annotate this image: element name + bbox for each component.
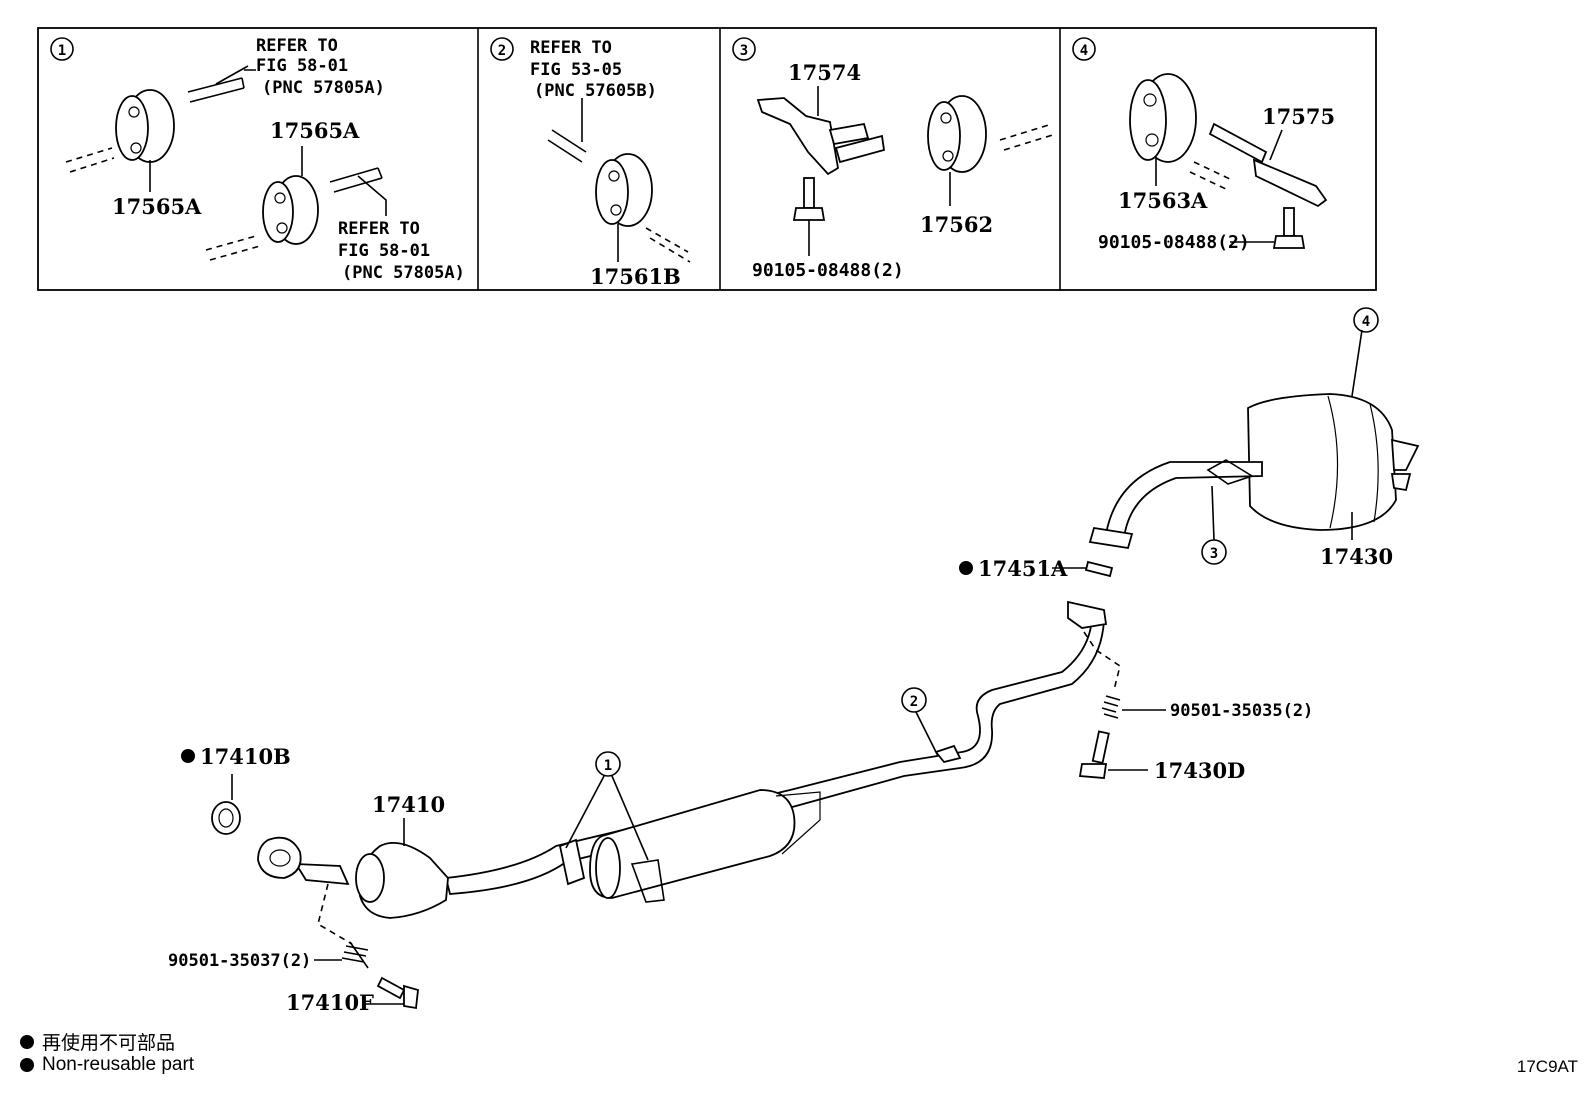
gasket-17410B xyxy=(211,801,241,835)
part-90501-35035: 90501-35035(2) xyxy=(1170,701,1313,721)
detail-panels-frame xyxy=(37,27,1377,291)
panel-2-part-17561B: 17561B xyxy=(590,264,681,289)
outlet-flange xyxy=(1067,600,1108,629)
gasket-17451A xyxy=(1084,560,1114,578)
bolt-90105-08488-panel4 xyxy=(1272,207,1306,249)
callout-4-main: 4 xyxy=(1362,314,1370,330)
bolt-17410F xyxy=(376,976,419,1010)
rubber-hanger-17565A-lower xyxy=(262,175,319,245)
part-17410B: 17410B xyxy=(200,744,291,769)
bracket-17575 xyxy=(1208,122,1328,208)
bracket-17574 xyxy=(756,97,886,176)
panel-2-number: 2 xyxy=(498,43,506,59)
panel-1-ref-line2: FIG 58-01 xyxy=(256,56,348,76)
panel-4: 4 17563A 17575 90105-08488(2) xyxy=(1072,37,1335,253)
rubber-hanger-17565A-upper xyxy=(115,89,175,163)
panel-1-ref-line3: (PNC 57805A) xyxy=(262,78,385,98)
rubber-hanger-17562 xyxy=(927,95,987,173)
legend-line-en: Non-reusable part xyxy=(20,1054,194,1076)
legend-text-jp: 再使用不可部品 xyxy=(42,1033,176,1054)
figure-code: 17C9AT xyxy=(1516,1057,1578,1076)
part-17410: 17410 xyxy=(372,792,445,817)
panel-1: 1 REFER TO FIG 58-01 (PNC 57805A) 17565A… xyxy=(50,36,465,283)
rubber-hanger-17563A xyxy=(1129,73,1197,163)
panel-2-ref-line2: FIG 53-05 xyxy=(530,60,622,80)
panel-1-ref-line1: REFER TO xyxy=(256,36,338,56)
panel-2: 2 REFER TO FIG 53-05 (PNC 57605B) 17561B xyxy=(490,37,691,289)
panel-1-ref-line4: REFER TO xyxy=(338,219,420,239)
panel-4-part-17575: 17575 xyxy=(1262,104,1335,129)
panel-3: 3 17574 90105-08488(2) 17562 xyxy=(732,37,1057,281)
panel-3-number: 3 xyxy=(740,43,748,59)
panel-4-number: 4 xyxy=(1080,43,1088,59)
bolt-90105-08488-panel3 xyxy=(792,177,826,221)
panel-2-ref-line1: REFER TO xyxy=(530,38,612,58)
callout-1-main: 1 xyxy=(604,758,612,774)
legend-line-jp: 再使用不可部品 xyxy=(20,1028,175,1055)
panel-2-ref-line3: (PNC 57605B) xyxy=(534,81,657,101)
panel-4-part-90105-08488: 90105-08488(2) xyxy=(1098,232,1250,253)
non-reusable-marker-17410B xyxy=(181,749,195,763)
panel-1-ref-line5: FIG 58-01 xyxy=(338,241,430,261)
panel-3-part-90105-08488: 90105-08488(2) xyxy=(752,260,904,281)
bolt-17430D xyxy=(1078,730,1110,779)
panel-1-number: 1 xyxy=(58,43,66,59)
spring-90501-35035 xyxy=(1101,695,1121,719)
panel-3-part-17574: 17574 xyxy=(788,60,861,85)
non-reusable-marker-17451A xyxy=(959,561,973,575)
part-90501-35037: 90501-35037(2) xyxy=(168,951,311,971)
panel-3-part-17562: 17562 xyxy=(920,212,993,237)
legend-dot-icon xyxy=(20,1034,34,1049)
part-17430D: 17430D xyxy=(1154,758,1245,783)
rubber-hanger-17561B xyxy=(595,153,653,227)
callout-3-main: 3 xyxy=(1210,546,1218,562)
spring-90501-35037 xyxy=(341,941,369,969)
legend-dot-icon xyxy=(20,1058,34,1072)
part-17430: 17430 xyxy=(1320,544,1393,569)
rear-muffler-17430 xyxy=(1247,393,1420,531)
catalytic-converter-17410 xyxy=(257,836,449,919)
panel-1-part-17565A-upper: 17565A xyxy=(112,194,202,219)
panel-1-part-17565A-lower: 17565A xyxy=(270,118,360,143)
legend-text-en: Non-reusable part xyxy=(42,1054,195,1075)
panel-4-part-17563A: 17563A xyxy=(1118,188,1208,213)
part-17410F: 17410F xyxy=(286,990,374,1015)
resonator xyxy=(589,789,821,899)
callout-2-main: 2 xyxy=(910,694,918,710)
panel-1-ref-line6: (PNC 57805A) xyxy=(342,263,465,283)
